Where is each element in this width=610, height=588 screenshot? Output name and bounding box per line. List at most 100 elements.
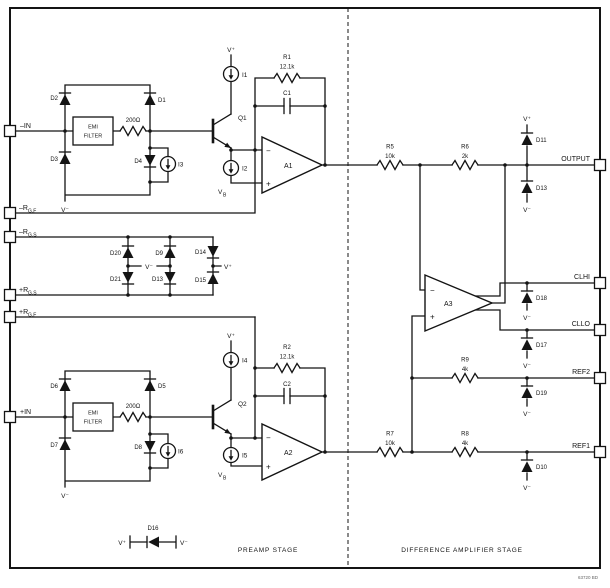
i2-label: I2 (242, 166, 248, 173)
emi-filter-bottom-line1: EMI (88, 411, 98, 417)
pin-square-output (593, 158, 607, 172)
diode-d13-matrix (163, 271, 177, 285)
r200-bottom-value: 200Ω (126, 404, 141, 410)
diode-d16 (129, 535, 177, 549)
pin-square-neg-rgf (3, 206, 17, 220)
resistor-r9 (451, 372, 479, 384)
r6-value: 2k (462, 154, 469, 160)
resistor-200ohm-top (119, 125, 147, 137)
rail-label-vminus-top: V⁻ (61, 207, 69, 214)
d5-label: D5 (158, 384, 166, 390)
a2-label: A2 (284, 450, 293, 457)
resistor-200ohm-bottom (119, 411, 147, 423)
d17-label: D17 (536, 343, 548, 349)
i6-label: I6 (178, 449, 184, 456)
r8-value: 4k (462, 441, 469, 447)
resistor-r8 (451, 446, 479, 458)
i5-label: I5 (242, 453, 248, 460)
wires-feedback-bottom (254, 316, 326, 453)
transistor-q2 (211, 398, 233, 436)
rail-label-vminus-d17: V⁻ (523, 363, 531, 370)
bias-label-vb-a2: V (218, 472, 223, 479)
current-source-i2 (222, 159, 240, 177)
r9-value: 4k (462, 367, 469, 373)
rail-label-vminus-d16: V⁻ (180, 540, 188, 547)
diode-d8 (143, 440, 157, 454)
emi-filter-top-line1: EMI (88, 125, 98, 131)
i3-label: I3 (178, 162, 184, 169)
d7-label: D7 (50, 443, 58, 449)
i4-label: I4 (242, 358, 248, 365)
diode-d19 (520, 385, 534, 399)
diode-d10 (520, 459, 534, 473)
resistor-r6 (451, 159, 479, 171)
r2-value: 12.1k (280, 355, 296, 361)
op-amp-a1 (261, 135, 324, 195)
pin-label-pos-rgf: +R (19, 309, 28, 316)
bias-label-vb-a1-sub: B (223, 193, 227, 199)
emi-filter-bottom: EMI FILTER (72, 402, 114, 432)
q2-label: Q2 (238, 401, 247, 408)
a2-noninverting-sign: + (266, 463, 271, 472)
current-source-i4 (222, 351, 240, 369)
bias-label-vb-a2-sub: B (223, 476, 227, 482)
r8-ref: R8 (461, 432, 469, 438)
diode-d5 (143, 378, 157, 392)
pin-label-pos-rgf-sub: G,F (28, 313, 36, 319)
r1-value: 12.1k (280, 65, 296, 71)
diode-d14 (206, 245, 220, 259)
rail-label-vplus-i1: V⁺ (227, 47, 235, 54)
pin-square-pos-rgf (3, 310, 17, 324)
wires-difference-stage (321, 164, 596, 453)
diode-d1 (143, 92, 157, 106)
a3-label: A3 (444, 301, 453, 308)
a2-inverting-sign: − (266, 434, 271, 443)
chip-border (9, 7, 601, 569)
r5-ref: R5 (386, 145, 394, 151)
pin-square-neg-in (3, 124, 17, 138)
d6-label: D6 (50, 384, 58, 390)
stage-label-difference: DIFFERENCE AMPLIFIER STAGE (401, 547, 522, 554)
rail-label-vplus-i4: V⁺ (227, 333, 235, 340)
pin-label-ref1: REF1 (572, 443, 590, 450)
d15-label: D15 (195, 278, 207, 284)
pin-label-neg-rgf: –R (19, 205, 28, 212)
d11-label: D11 (536, 138, 547, 144)
rail-label-vminus-matrix: V⁻ (145, 264, 153, 271)
pin-label-neg-in: –IN (20, 123, 31, 130)
pin-label-pos-in: +IN (20, 409, 31, 416)
a1-label: A1 (284, 163, 293, 170)
d9-label: D9 (155, 251, 163, 257)
d3-label: D3 (50, 157, 58, 163)
pin-label-ref2: REF2 (572, 369, 590, 376)
bias-label-vb-a1: V (218, 189, 223, 196)
op-amp-a3 (424, 273, 494, 333)
resistor-r7 (376, 446, 404, 458)
diode-d18 (520, 290, 534, 304)
rail-label-vminus-d19: V⁻ (523, 411, 531, 418)
emi-filter-top: EMI FILTER (72, 116, 114, 146)
watermark: 63720 BD (578, 575, 599, 580)
current-source-i6 (159, 442, 177, 460)
pin-label-pos-rgs-sub: G,S (28, 291, 37, 297)
pin-label-clhi: CLHI (574, 274, 590, 281)
pin-square-ref2 (593, 371, 607, 385)
emi-filter-top-line2: FILTER (84, 134, 103, 140)
d18-label: D18 (536, 296, 548, 302)
diode-d9 (163, 245, 177, 259)
c1-label: C1 (283, 91, 291, 97)
diode-d7 (58, 437, 72, 451)
d4-label: D4 (134, 159, 142, 165)
pin-label-neg-rgs: –R (19, 229, 28, 236)
wires-feedback-top (14, 77, 326, 318)
capacitor-c2 (283, 387, 291, 405)
d8-label: D8 (134, 445, 142, 451)
d19-label: D19 (536, 391, 548, 397)
junction-dots (63, 104, 529, 470)
rail-label-vplus-d16: V⁺ (118, 540, 126, 547)
r7-value: 10k (385, 441, 396, 447)
rail-label-vminus-d10: V⁻ (523, 485, 531, 492)
diode-d20 (121, 245, 135, 259)
r2-ref: R2 (283, 345, 291, 351)
